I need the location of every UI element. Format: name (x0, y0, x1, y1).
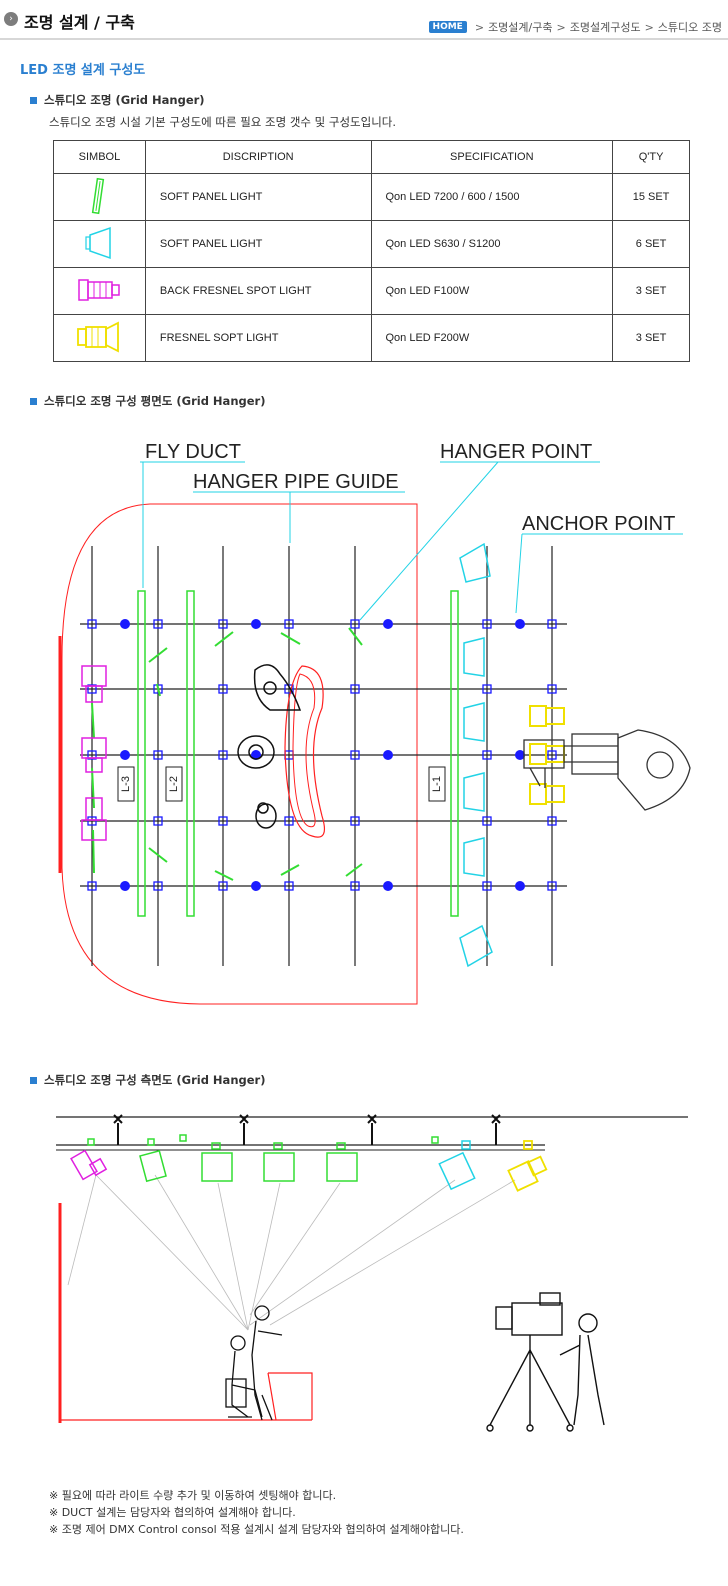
fly-ducts (137, 590, 459, 917)
studio-side-diagram (56, 1114, 688, 1432)
page-header: › 조명 설계 / 구축 HOME > 조명설계/구축 > 조명설계구성도 > … (0, 0, 728, 40)
footnotes: ※ 필요에 따라 라이트 수량 추가 및 이동하여 셋팅해야 합니다. ※ DU… (49, 1487, 464, 1538)
chevron-right-icon: > (644, 20, 654, 34)
qty-cell: 6 SET (612, 220, 690, 268)
duct-label-l1: L-1 (431, 776, 443, 792)
symbol-cell (53, 267, 146, 315)
camera-dolly (523, 729, 691, 811)
camera-operator (486, 1292, 605, 1432)
section-title-text: 스튜디오 조명 구성 측면도 (Grid Hanger) (44, 1073, 266, 1087)
section-title-text: 스튜디오 조명 (Grid Hanger) (44, 93, 205, 107)
back-fresnel-side (70, 1149, 108, 1181)
cyan-panel-lights (459, 542, 493, 968)
description-cell: SOFT PANEL LIGHT (144, 220, 372, 268)
lighting-spec-table: SIMBOL DISCRIPTION SPECIFICATION Q'TY SO… (53, 140, 690, 362)
spec-cell: Qon LED F200W (370, 314, 614, 362)
symbol-cell (53, 220, 146, 268)
green-panel-icon (92, 177, 105, 214)
table-header-row: SIMBOL DISCRIPTION SPECIFICATION Q'TY (53, 140, 690, 174)
table-row: SOFT PANEL LIGHT Qon LED 7200 / 600 / 15… (53, 173, 690, 221)
footnote: ※ 필요에 따라 라이트 수량 추가 및 이동하여 셋팅해야 합니다. (49, 1489, 337, 1502)
symbol-cell (53, 314, 146, 362)
cyan-panel-side (438, 1140, 476, 1191)
chevron-right-icon: > (556, 20, 566, 34)
leader-lines (140, 461, 683, 621)
fresnel-lights (529, 705, 565, 805)
horizontal-pipes (80, 623, 567, 887)
presenters-side (225, 1305, 283, 1421)
back-fresnel-lights (81, 665, 107, 841)
column-header: SIMBOL (53, 140, 146, 174)
hanger-clamps (113, 1114, 501, 1145)
table-row: BACK FRESNEL SPOT LIGHT Qon LED F100W 3 … (53, 267, 690, 315)
hanger-pipe-guide-label: HANGER PIPE GUIDE (193, 471, 399, 493)
breadcrumb-item[interactable]: 조명설계/구축 (488, 21, 553, 34)
spec-cell: Qon LED S630 / S1200 (370, 220, 614, 268)
fresnel-side (507, 1140, 548, 1192)
qty-cell: 3 SET (612, 314, 690, 362)
studio-plan-diagram: FLY DUCT HANGER PIPE GUIDE HANGER POINT … (58, 441, 691, 1005)
cyan-panel-icon (85, 226, 112, 259)
square-bullet-icon (30, 96, 37, 104)
table-row: SOFT PANEL LIGHT Qon LED S630 / S1200 6 … (53, 220, 690, 268)
section-title-text: 스튜디오 조명 구성 평면도 (Grid Hanger) (44, 394, 266, 408)
symbol-cell (53, 173, 146, 221)
description-cell: SOFT PANEL LIGHT (144, 173, 372, 221)
chevron-right-icon: › (4, 12, 18, 26)
anchor-point-label: ANCHOR POINT (522, 513, 675, 535)
anchor-desk-side (267, 1372, 313, 1421)
page-title: 조명 설계 / 구축 (24, 13, 135, 32)
column-header: DISCRIPTION (144, 140, 372, 174)
duct-label-l3: L-3 (120, 776, 132, 792)
anchor-desk (284, 665, 325, 838)
breadcrumb-item[interactable]: 조명설계구성도 (569, 21, 641, 34)
soft-panel-side (87, 1134, 439, 1183)
light-beams (67, 1174, 516, 1331)
chevron-right-icon: > (474, 20, 485, 34)
spec-cell: Qon LED 7200 / 600 / 1500 (370, 173, 614, 221)
square-bullet-icon (30, 1076, 37, 1084)
section-title-studio-lighting: 스튜디오 조명 (Grid Hanger) (30, 92, 205, 108)
content-heading: LED 조명 설계 구성도 (20, 63, 146, 78)
description-cell: FRESNEL SOPT LIGHT (144, 314, 372, 362)
spec-cell: Qon LED F100W (370, 267, 614, 315)
anchor-points (120, 619, 525, 891)
duct-labels: L-3 L-2 L-1 (117, 766, 446, 802)
anchor-desk-inner (292, 673, 316, 828)
qty-cell: 3 SET (612, 267, 690, 315)
studio-wall-outline (61, 503, 418, 1005)
qty-cell: 15 SET (612, 173, 690, 221)
breadcrumb: HOME > 조명설계/구축 > 조명설계구성도 > 스튜디오 조명 (428, 19, 722, 35)
square-bullet-icon (30, 397, 37, 405)
section-title-plan: 스튜디오 조명 구성 평면도 (Grid Hanger) (30, 393, 265, 409)
hanger-point-label: HANGER POINT (440, 441, 592, 463)
home-link[interactable]: HOME (428, 21, 467, 33)
duct-label-l2: L-2 (168, 776, 180, 792)
footnote: ※ 조명 제어 DMX Control consol 적용 설계시 설계 담당자… (49, 1523, 464, 1536)
section-title-side-view: 스튜디오 조명 구성 측면도 (Grid Hanger) (30, 1072, 265, 1088)
yellow-fresnel-icon (77, 321, 120, 352)
column-header: SPECIFICATION (370, 140, 614, 174)
magenta-fresnel-icon (78, 278, 121, 301)
breadcrumb-item-current: 스튜디오 조명 (657, 21, 722, 34)
hanger-points (87, 619, 557, 891)
fly-duct-label: FLY DUCT (145, 441, 241, 463)
vertical-pipes (91, 546, 553, 966)
column-header: Q'TY (612, 140, 690, 174)
table-row: FRESNEL SOPT LIGHT Qon LED F200W 3 SET (53, 314, 690, 362)
presenters (237, 664, 302, 829)
section-description: 스튜디오 조명 시설 기본 구성도에 따른 필요 조명 갯수 및 구성도입니다. (49, 115, 397, 129)
soft-panel-lights (91, 627, 363, 881)
footnote: ※ DUCT 설계는 담당자와 협의하여 설계해야 합니다. (49, 1506, 296, 1519)
description-cell: BACK FRESNEL SPOT LIGHT (144, 267, 372, 315)
